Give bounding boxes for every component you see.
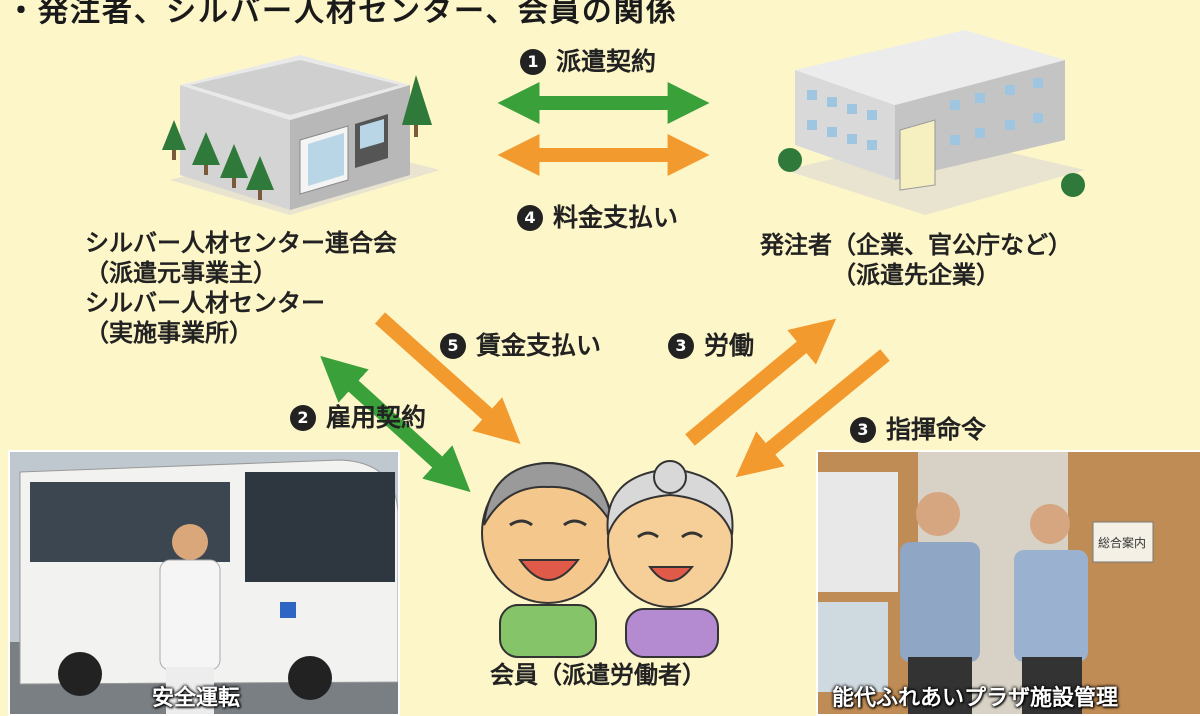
step-label: 雇用契約 <box>326 403 427 432</box>
photo-facility-management: 総合案内 能代ふれあいプラザ施設管理 <box>816 450 1200 716</box>
step-number-badge: 3 <box>668 333 694 359</box>
step-dispatch-contract: 1 派遣契約 <box>520 42 656 78</box>
step-label: 料金支払い <box>553 203 679 232</box>
step-label: 指揮命令 <box>886 415 987 444</box>
employment-contract-arrow <box>320 355 471 493</box>
info-desk-sign: 総合案内 <box>1098 536 1147 550</box>
client-role: （派遣先企業） <box>832 261 1000 289</box>
members-illustration <box>481 460 734 658</box>
step-labor: 3 労働 <box>668 326 754 362</box>
member-name: 会員（派遣労働者） <box>490 661 706 689</box>
center-name: シルバー人材センター連合会 <box>85 229 397 257</box>
step-command: 3 指揮命令 <box>850 410 986 446</box>
labor-arrow <box>685 318 837 446</box>
command-arrow <box>735 349 890 478</box>
center-party-label: シルバー人材センター連合会 （派遣元事業主） シルバー人材センター （実施事業所… <box>85 228 397 348</box>
step-number-badge: 4 <box>517 205 543 231</box>
center-building-illustration <box>162 55 440 215</box>
center-subrole: （実施事業所） <box>85 319 253 347</box>
step-fee-payment: 4 料金支払い <box>517 198 678 234</box>
step-number-badge: 3 <box>850 417 876 443</box>
page-title: ・発注者、シルバー人材センター、会員の関係 <box>6 0 678 29</box>
member-party-label: 会員（派遣労働者） <box>490 660 706 690</box>
photo-caption: 能代ふれあいプラザ施設管理 <box>832 686 1119 711</box>
bus-photo-illustration <box>10 452 398 714</box>
step-employment-contract: 2 雇用契約 <box>290 398 426 434</box>
client-building-illustration <box>778 30 1085 215</box>
step-number-badge: 5 <box>440 333 466 359</box>
step-label: 賃金支払い <box>476 331 602 360</box>
photo-safe-driving: 安全運転 <box>8 450 400 716</box>
client-party-label: 発注者（企業、官公庁など） （派遣先企業） <box>760 230 1072 290</box>
client-name: 発注者（企業、官公庁など） <box>760 231 1072 259</box>
step-number-badge: 2 <box>290 405 316 431</box>
step-label: 労働 <box>704 331 755 360</box>
center-subname: シルバー人材センター <box>85 289 325 317</box>
step-number-badge: 1 <box>520 49 546 75</box>
photo-caption: 安全運転 <box>152 686 241 711</box>
step-wage-payment: 5 賃金支払い <box>440 326 601 362</box>
center-role: （派遣元事業主） <box>85 259 277 287</box>
step-label: 派遣契約 <box>556 47 657 76</box>
facility-photo-illustration <box>818 452 1200 714</box>
